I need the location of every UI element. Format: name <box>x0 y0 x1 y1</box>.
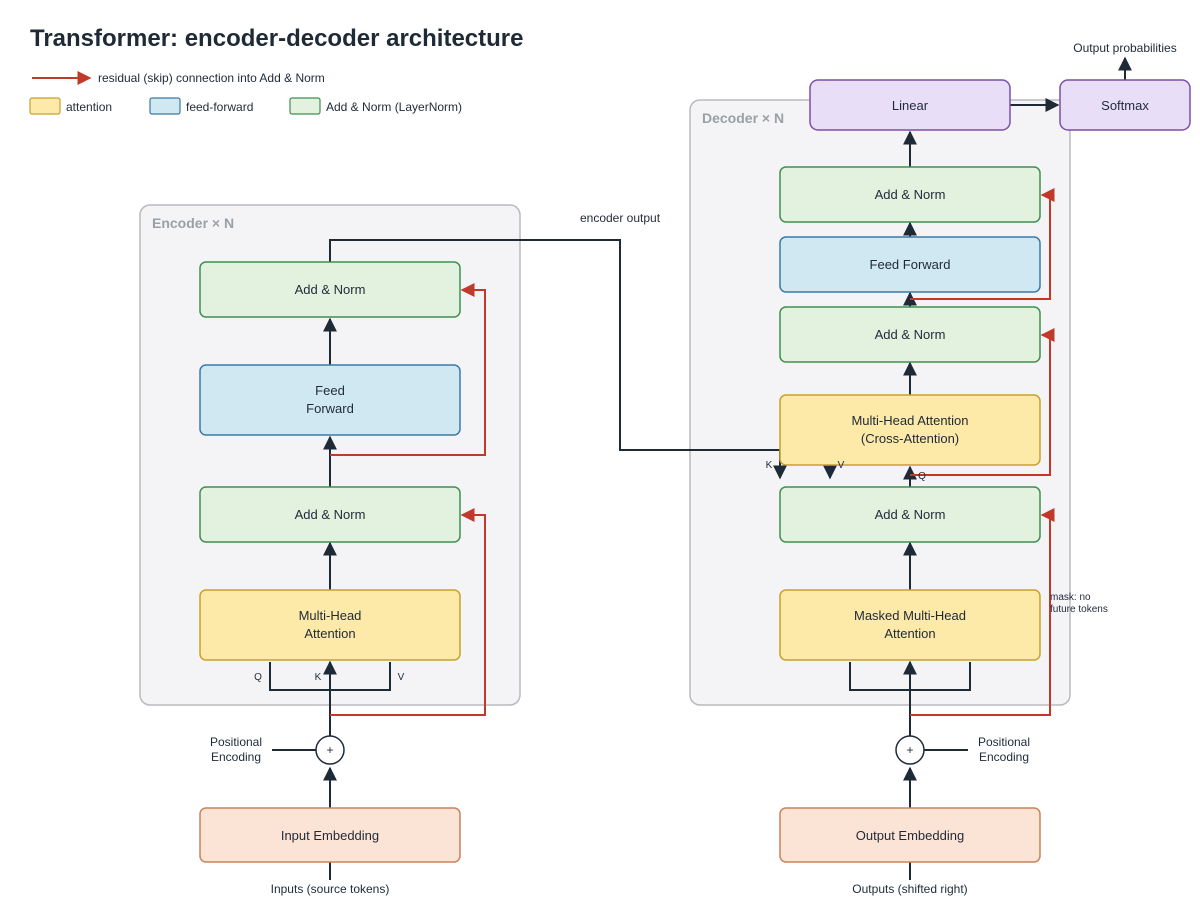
dec-q-label: Q <box>918 471 926 482</box>
dec-cross-attention-box <box>779 394 1041 466</box>
legend: residual (skip) connection into Add & No… <box>29 71 462 115</box>
dec-residual-2 <box>910 328 1055 476</box>
legend-attention-swatch <box>29 97 61 115</box>
dec-residual-1 <box>910 508 1055 716</box>
dec-add-norm-top-box <box>779 166 1041 223</box>
enc-plus-sign: + <box>326 743 333 757</box>
enc-v-label: V <box>398 672 405 683</box>
encoder-group-label: Encoder × N <box>152 215 234 231</box>
mask-note-1: mask: no <box>1050 592 1091 603</box>
inputs-label: Inputs (source tokens) <box>271 882 390 896</box>
dec-masked-mha-box <box>779 589 1041 661</box>
dec-k-label: K <box>766 460 773 471</box>
dec-masked-label-2: Attention <box>884 626 935 641</box>
encoder-connections <box>269 239 837 880</box>
legend-add-norm-swatch <box>289 97 321 115</box>
enc-feed-forward-box <box>199 364 461 436</box>
output-probabilities-label: Output probabilities <box>1073 41 1176 55</box>
legend-add-norm-label: Add & Norm (LayerNorm) <box>326 100 462 114</box>
dec-add-norm-mid-label: Add & Norm <box>875 327 946 342</box>
softmax-label: Softmax <box>1101 98 1149 113</box>
enc-add-norm-bottom-label: Add & Norm <box>295 507 366 522</box>
output-embedding-box <box>779 807 1041 863</box>
dec-left-branch <box>849 662 910 691</box>
linear-label: Linear <box>892 98 929 113</box>
enc-pos-enc-label-2: Encoding <box>211 750 261 764</box>
dec-pos-enc-label-1: Positional <box>978 735 1030 749</box>
enc-q-label: Q <box>254 672 262 683</box>
enc-feed-forward-label-2: Forward <box>306 401 354 416</box>
dec-plus-circle <box>895 735 925 765</box>
enc-add-norm-top-label: Add & Norm <box>295 282 366 297</box>
legend-feed-forward-label: feed-forward <box>186 100 253 114</box>
dec-add-norm-bottom-label: Add & Norm <box>875 507 946 522</box>
enc-mha-label-1: Multi-Head <box>299 608 362 623</box>
enc-k-label: K <box>315 672 322 683</box>
encoder-output-label: encoder output <box>580 211 661 225</box>
dec-add-norm-top-label: Add & Norm <box>875 187 946 202</box>
diagram-title: Transformer: encoder-decoder architectur… <box>30 25 524 52</box>
linear-box <box>809 79 1011 131</box>
enc-pos-enc-label-1: Positional <box>210 735 262 749</box>
dec-feed-forward-label: Feed Forward <box>870 257 951 272</box>
legend-residual-label: residual (skip) connection into Add & No… <box>98 71 325 85</box>
legend-attention-label: attention <box>66 100 112 114</box>
dec-cross-label-2: (Cross-Attention) <box>861 431 959 446</box>
enc-mha-box <box>199 589 461 661</box>
dec-feed-forward-box <box>779 236 1041 293</box>
output-embedding-label: Output Embedding <box>856 828 964 843</box>
input-embedding-box <box>199 807 461 863</box>
enc-residual-1 <box>330 508 486 716</box>
dec-cross-label-1: Multi-Head Attention <box>851 413 968 428</box>
dec-masked-label-1: Masked Multi-Head <box>854 608 966 623</box>
enc-add-norm-bottom-box <box>199 486 461 543</box>
enc-residual-2 <box>330 283 486 456</box>
enc-mha-label-2: Attention <box>304 626 355 641</box>
decoder-group-label: Decoder × N <box>702 110 784 126</box>
dec-plus-sign: + <box>906 743 913 757</box>
dec-right-branch <box>910 662 971 691</box>
dec-residual-3 <box>910 188 1055 300</box>
mask-note-2: future tokens <box>1050 604 1108 615</box>
dec-v-label: V <box>838 460 845 471</box>
legend-feed-forward-swatch <box>149 97 181 115</box>
dec-add-norm-bottom-box <box>779 486 1041 543</box>
dec-add-norm-mid-box <box>779 306 1041 363</box>
enc-add-norm-top-box <box>199 261 461 318</box>
enc-plus-circle <box>315 735 345 765</box>
input-embedding-label: Input Embedding <box>281 828 379 843</box>
outputs-label: Outputs (shifted right) <box>852 882 967 896</box>
encoder-output-line <box>329 239 780 451</box>
softmax-box <box>1059 79 1191 131</box>
dec-pos-enc-label-2: Encoding <box>979 750 1029 764</box>
enc-feed-forward-label-1: Feed <box>315 383 345 398</box>
enc-q-branch <box>269 662 330 691</box>
enc-v-branch <box>330 662 391 691</box>
